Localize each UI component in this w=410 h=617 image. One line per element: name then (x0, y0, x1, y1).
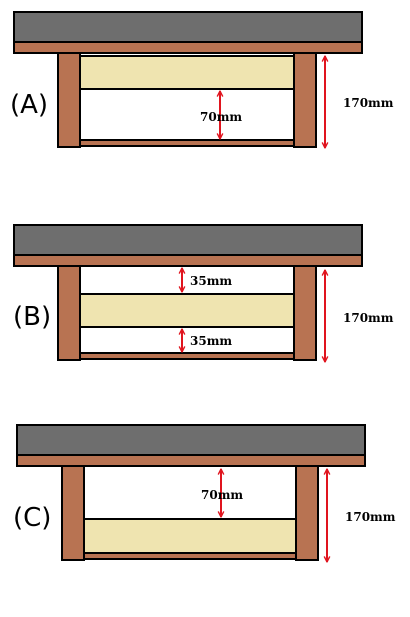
gap-label: 70mm (201, 488, 243, 502)
height-label: 170mm (343, 96, 394, 110)
countertop-slab (13, 224, 363, 256)
diagram-label: (A) (10, 90, 48, 120)
diagram-label: (C) (13, 503, 51, 533)
wood-top-strip (13, 41, 363, 54)
shelf-panel (79, 293, 295, 328)
left-leg (57, 265, 81, 361)
left-leg (61, 465, 85, 561)
wood-top-strip (16, 454, 366, 467)
countertop-slab (16, 424, 366, 456)
right-leg (293, 265, 317, 361)
diagram-b: 35mm 35mm 170mm (B) (13, 224, 394, 362)
height-label: 170mm (343, 311, 394, 325)
gap-label-top: 35mm (190, 274, 232, 288)
right-leg (295, 465, 319, 561)
gap-label-bottom: 35mm (190, 334, 232, 348)
bottom-strip (83, 552, 297, 560)
right-leg (293, 52, 317, 148)
height-label: 170mm (345, 510, 396, 524)
diagram-a: 70mm 170mm (A) (10, 11, 394, 148)
gap-label: 70mm (200, 110, 242, 124)
diagram-c: 70mm 170mm (C) (13, 424, 396, 562)
bottom-strip (79, 352, 295, 360)
bottom-strip (79, 139, 295, 147)
diagram-label: (B) (13, 302, 51, 332)
shelf-panel (83, 518, 297, 554)
countertop-slab (13, 11, 363, 43)
wood-top-strip (13, 254, 363, 267)
shelf-panel (79, 55, 295, 90)
left-leg (57, 52, 81, 148)
